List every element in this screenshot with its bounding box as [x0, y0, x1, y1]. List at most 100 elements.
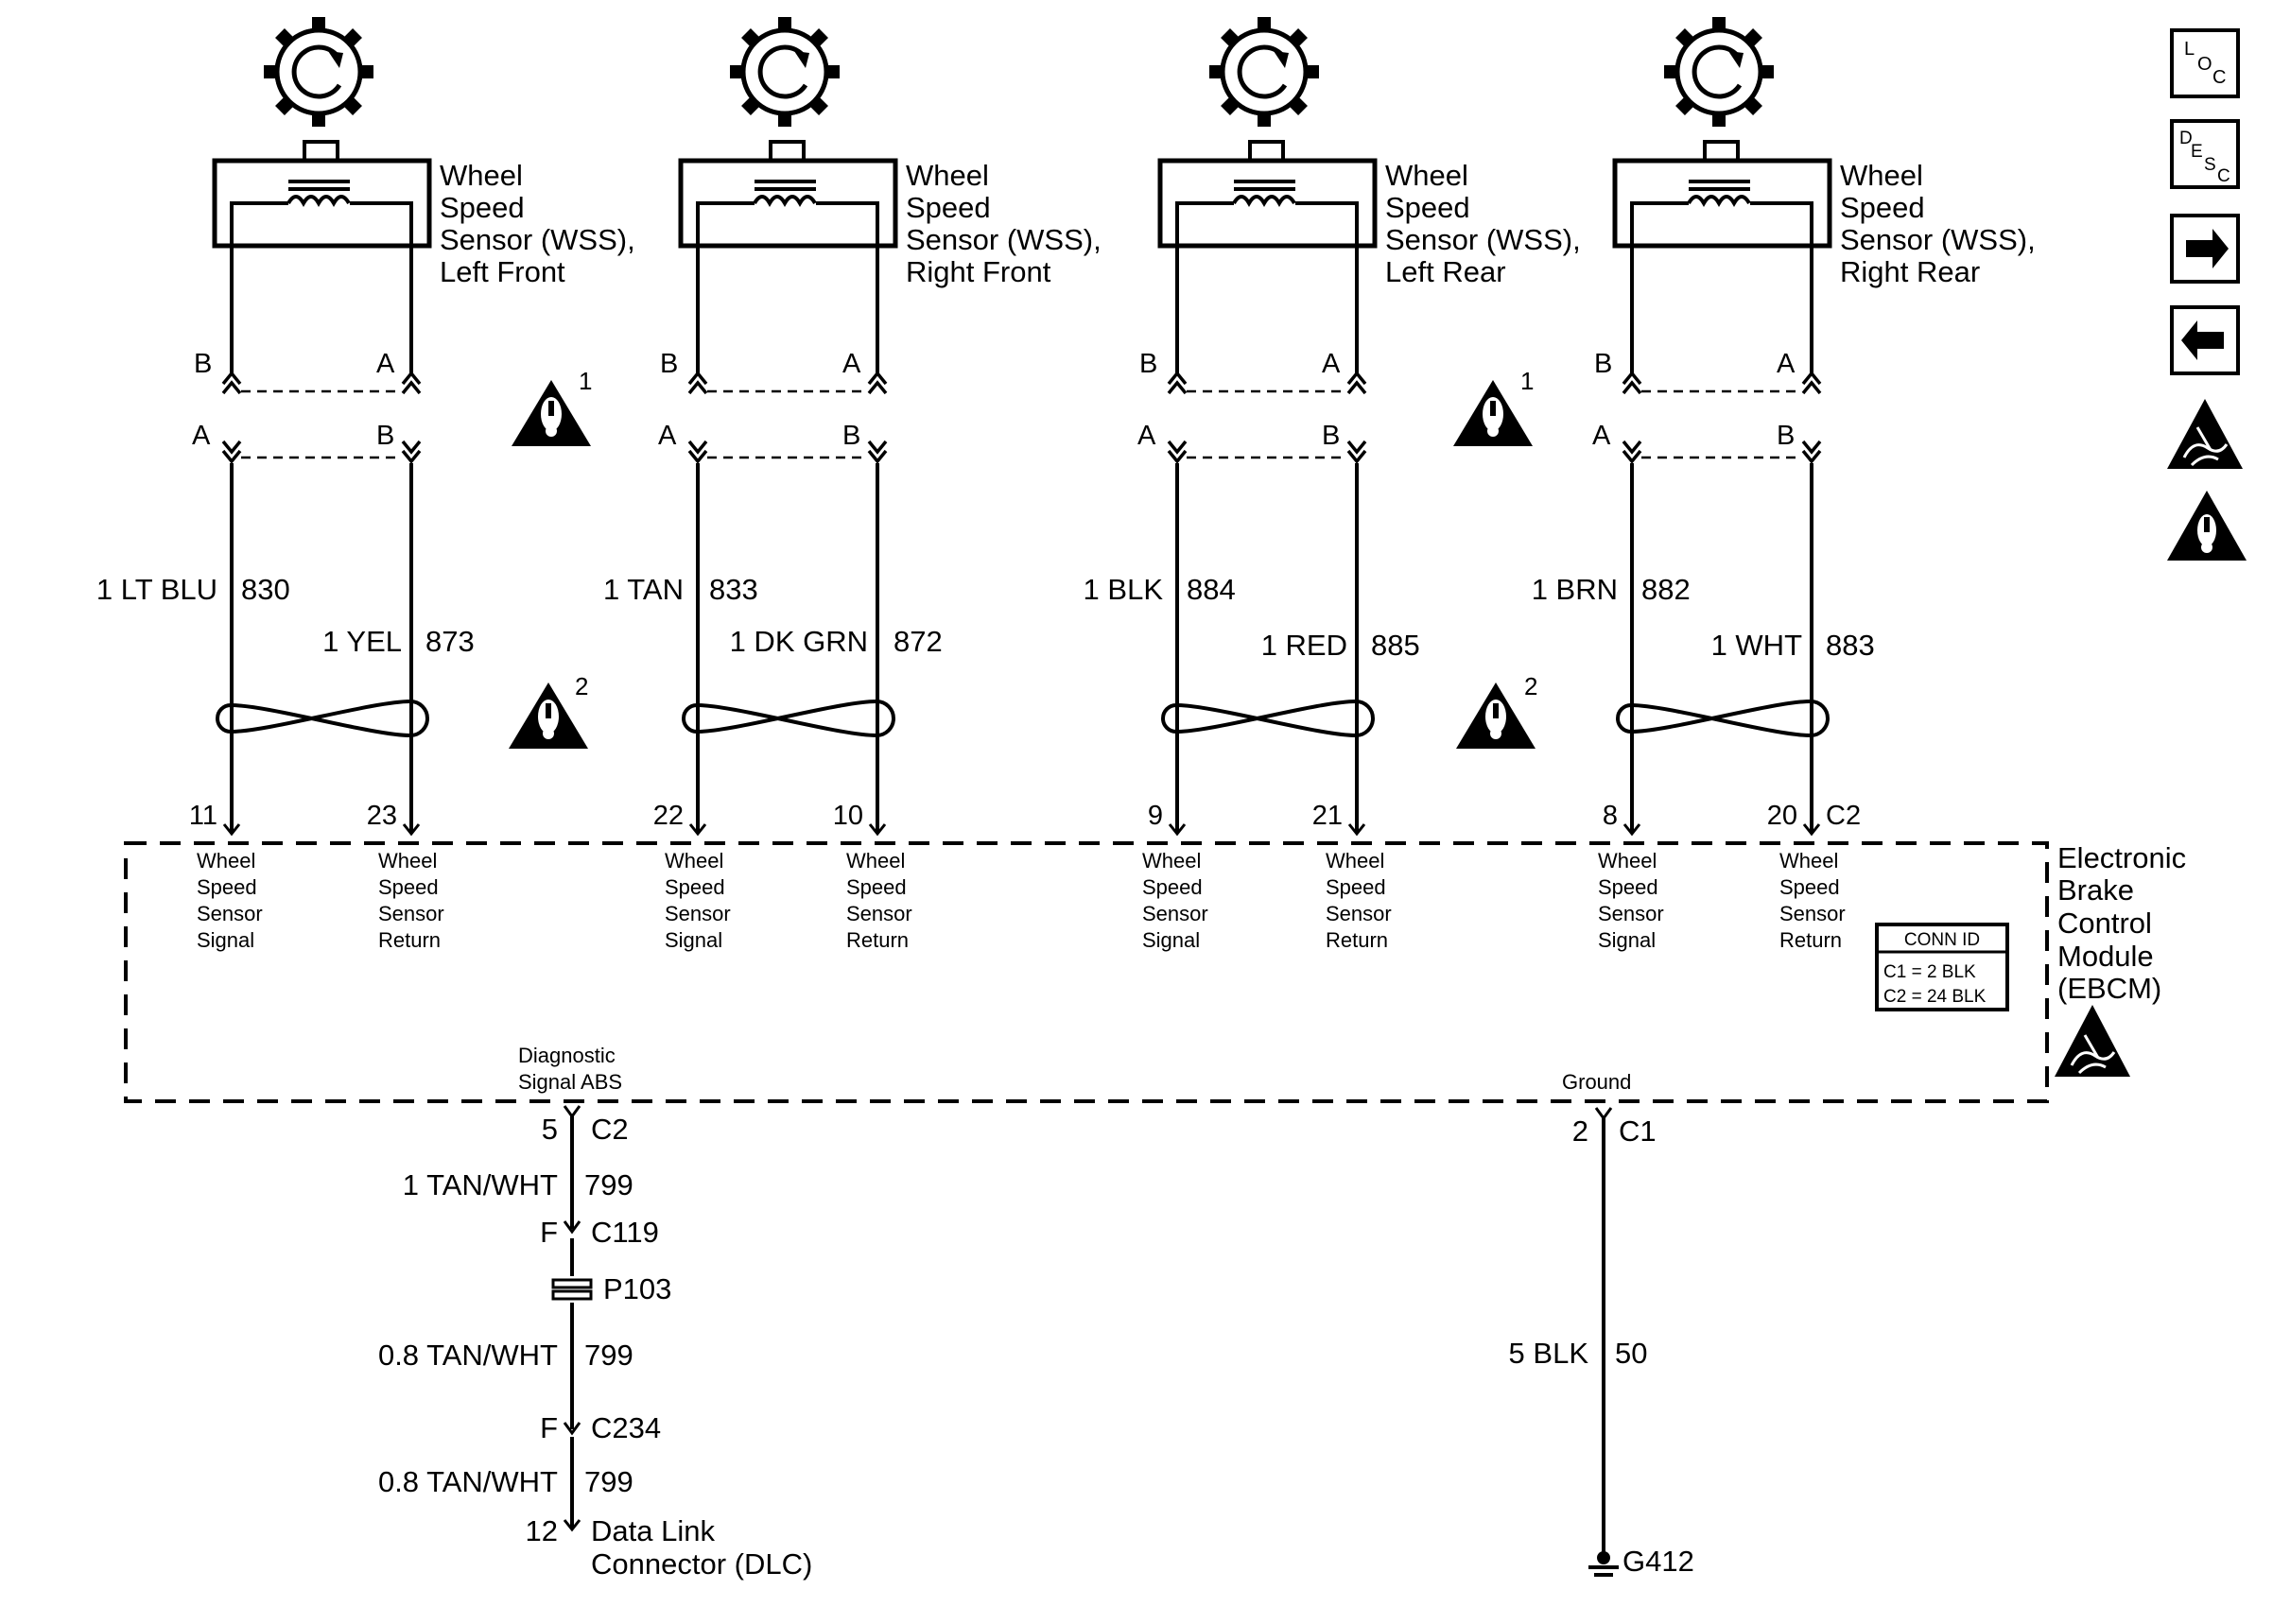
circuit-number: 884: [1187, 573, 1236, 606]
sensor-right-rear: Wheel Speed Sensor (WSS), Right Rear: [1612, 17, 2036, 288]
svg-text:B: B: [1594, 349, 1612, 379]
svg-text:10: 10: [833, 801, 863, 831]
wire-color-label: 1 LT BLU: [96, 573, 217, 606]
svg-text:D: D: [2179, 129, 2193, 148]
svg-text:B: B: [1139, 349, 1157, 379]
svg-text:22: 22: [653, 801, 684, 831]
svg-text:1: 1: [1520, 367, 1534, 395]
svg-text:E: E: [2191, 142, 2203, 162]
wire-color-label: 1 WHT: [1711, 629, 1803, 662]
svg-text:Sensor: Sensor: [1598, 902, 1664, 925]
svg-text:Signal ABS: Signal ABS: [518, 1070, 622, 1094]
svg-text:L: L: [2184, 39, 2195, 60]
sensor-right-front: Wheel Speed Sensor (WSS), Right Front: [678, 17, 1102, 288]
circuit-number: 799: [584, 1339, 633, 1372]
svg-text:23: 23: [367, 801, 397, 831]
wire-color-label: 1 BLK: [1084, 573, 1164, 606]
svg-text:2: 2: [1524, 672, 1537, 700]
circuit-number: 872: [894, 625, 943, 658]
svg-text:A: A: [1322, 349, 1341, 379]
arrow-right-icon: [2186, 229, 2229, 268]
ebcm-module-box: [124, 841, 2049, 1103]
wire-color-label: 0.8 TAN/WHT: [378, 1465, 558, 1498]
svg-text:5: 5: [542, 1113, 558, 1146]
svg-text:Speed: Speed: [1326, 875, 1386, 899]
svg-text:C1 = 2 BLK: C1 = 2 BLK: [1883, 962, 1976, 982]
svg-text:Ground: Ground: [1562, 1070, 1631, 1094]
sensor-title: Speed: [1385, 191, 1470, 224]
svg-text:(EBCM): (EBCM): [2057, 972, 2161, 1005]
prev-page-button[interactable]: [2170, 305, 2240, 375]
svg-text:C234: C234: [591, 1411, 661, 1444]
sensor-title: Right Rear: [1840, 255, 1980, 288]
sensor-left-rear: Wheel Speed Sensor (WSS), Left Rear: [1157, 17, 1581, 288]
sensor-title: Speed: [1840, 191, 1925, 224]
svg-text:C: C: [2217, 166, 2230, 186]
sensor-title: Sensor (WSS),: [1385, 223, 1581, 256]
svg-text:A: A: [842, 349, 861, 379]
svg-text:Speed: Speed: [1598, 875, 1658, 899]
svg-text:A: A: [376, 349, 395, 379]
desc-button[interactable]: D E S C: [2170, 119, 2240, 189]
splice-label: P103: [603, 1272, 671, 1305]
svg-text:1: 1: [579, 367, 592, 395]
svg-text:F: F: [540, 1216, 558, 1249]
sensor-title: Wheel: [906, 159, 989, 192]
loc-button[interactable]: L O C: [2170, 28, 2240, 98]
esd-warning-icon: [2055, 1005, 2130, 1077]
svg-text:S: S: [2204, 155, 2216, 175]
svg-text:C2 = 24 BLK: C2 = 24 BLK: [1883, 987, 1987, 1007]
sensor-title: Left Front: [440, 255, 565, 288]
svg-text:A: A: [1137, 421, 1156, 451]
wire-color-label: 1 DK GRN: [730, 625, 868, 658]
svg-text:2: 2: [1572, 1114, 1588, 1148]
conn-id-box: CONN ID C1 = 2 BLK C2 = 24 BLK: [1875, 923, 2009, 1011]
svg-text:Signal: Signal: [1598, 928, 1656, 952]
twisted-pair-icon: [216, 700, 429, 737]
svg-text:CONN ID: CONN ID: [1904, 930, 1980, 950]
sensor-title: Sensor (WSS),: [906, 223, 1102, 256]
wire-labels: 1 LT BLU 830 1 YEL 873 1 TAN 833 1 DK GR…: [96, 573, 1875, 662]
circuit-number: 50: [1615, 1337, 1647, 1370]
svg-text:Wheel: Wheel: [1142, 849, 1201, 872]
svg-text:Speed: Speed: [1779, 875, 1840, 899]
sensor-title: Sensor (WSS),: [1840, 223, 2036, 256]
sensor-title: Wheel: [1840, 159, 1923, 192]
wire-color-label: 1 BRN: [1532, 573, 1618, 606]
ebcm-terminal-numbers: 11 23 22 10 9 21 8 20 C2: [189, 801, 1861, 831]
svg-text:B: B: [376, 421, 394, 451]
svg-text:C2: C2: [1826, 801, 1861, 831]
svg-text:Sensor: Sensor: [197, 902, 263, 925]
svg-text:20: 20: [1767, 801, 1797, 831]
svg-text:9: 9: [1148, 801, 1163, 831]
svg-text:Speed: Speed: [846, 875, 907, 899]
circuit-number: 799: [584, 1168, 633, 1201]
circuit-number: 873: [425, 625, 475, 658]
svg-text:Wheel: Wheel: [1598, 849, 1657, 872]
svg-text:B: B: [842, 421, 860, 451]
esd-warning-icon[interactable]: [2167, 399, 2243, 469]
svg-text:B: B: [1777, 421, 1795, 451]
sensor-title: Sensor (WSS),: [440, 223, 635, 256]
warning-symbols: 1 2 1 2: [509, 367, 1537, 749]
svg-text:11: 11: [189, 801, 217, 831]
svg-text:C: C: [2212, 67, 2226, 88]
svg-text:Speed: Speed: [1142, 875, 1203, 899]
inline-connectors: [221, 371, 1822, 463]
svg-text:8: 8: [1603, 801, 1618, 831]
svg-text:F: F: [540, 1411, 558, 1444]
wheel-tone-ring-icon: [1664, 17, 1774, 127]
svg-text:Return: Return: [1779, 928, 1842, 952]
caution-icon[interactable]: [2167, 491, 2247, 561]
circuit-number: 830: [241, 573, 290, 606]
svg-text:Return: Return: [378, 928, 441, 952]
wire-color-label: 5 BLK: [1509, 1337, 1589, 1370]
svg-text:B: B: [1322, 421, 1340, 451]
svg-text:Signal: Signal: [197, 928, 254, 952]
sensor-title: Left Rear: [1385, 255, 1506, 288]
svg-text:Wheel: Wheel: [665, 849, 723, 872]
sensor-wires: [230, 246, 1813, 832]
svg-text:Sensor: Sensor: [665, 902, 731, 925]
ground-circuit: 2 C1 5 BLK 50 G412: [1509, 1107, 1694, 1578]
next-page-button[interactable]: [2170, 214, 2240, 284]
